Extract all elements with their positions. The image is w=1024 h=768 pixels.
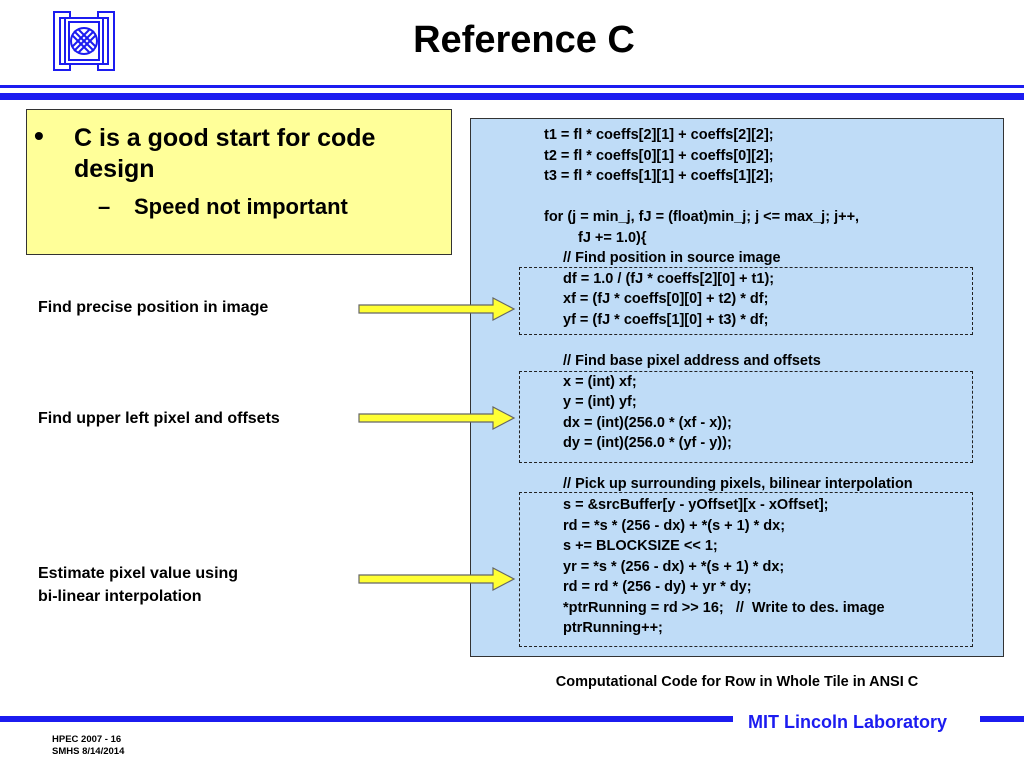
- code-line: dx = (int)(256.0 * (xf - x));: [563, 415, 732, 431]
- right-arrow-icon: [358, 406, 516, 430]
- code-comment: // Find base pixel address and offsets: [563, 353, 821, 369]
- footer-slide-ref: HPEC 2007 - 16: [52, 734, 122, 745]
- code-line: *ptrRunning = rd >> 16; // Write to des.…: [563, 600, 885, 616]
- sub-bullet-marker: –: [98, 194, 111, 219]
- code-line: s += BLOCKSIZE << 1;: [563, 538, 718, 554]
- code-highlight-position: [519, 267, 973, 335]
- footer-rule-left: [0, 716, 733, 722]
- annotation-offsets-label: Find upper left pixel and offsets: [38, 410, 280, 427]
- annotation-position-label: Find precise position in image: [38, 299, 269, 316]
- code-line: dy = (int)(256.0 * (yf - y));: [563, 435, 732, 451]
- code-line: s = &srcBuffer[y - yOffset][x - xOffset]…: [563, 497, 829, 513]
- sub-bullet-text: Speed not important: [134, 194, 348, 219]
- code-line: yf = (fJ * coeffs[1][0] + t3) * df;: [563, 312, 769, 328]
- code-line: df = 1.0 / (fJ * coeffs[2][0] + t1);: [563, 271, 775, 287]
- slide-title: Reference C: [413, 19, 635, 61]
- code-line: t3 = fl * coeffs[1][1] + coeffs[1][2];: [544, 168, 774, 184]
- code-line: y = (int) yf;: [563, 394, 637, 410]
- code-line: yr = *s * (256 - dx) + *(s + 1) * dx;: [563, 559, 785, 575]
- code-comment: // Pick up surrounding pixels, bilinear …: [563, 476, 913, 492]
- code-line: fJ += 1.0){: [578, 230, 647, 246]
- header-rule-thick: [0, 93, 1024, 100]
- code-line: xf = (fJ * coeffs[0][0] + t2) * df;: [563, 291, 769, 307]
- right-arrow-icon: [358, 297, 516, 321]
- code-panel: [470, 118, 1004, 657]
- annotation-interpolation-label-line2: bi-linear interpolation: [38, 588, 202, 605]
- mit-ll-logo-icon: [53, 11, 115, 71]
- code-line: rd = *s * (256 - dx) + *(s + 1) * dx;: [563, 518, 786, 534]
- header-rule-thin: [0, 85, 1024, 88]
- code-line: t1 = fl * coeffs[2][1] + coeffs[2][2];: [544, 127, 774, 143]
- code-caption: Computational Code for Row in Whole Tile…: [555, 674, 919, 690]
- code-line: for (j = min_j, fJ = (float)min_j; j <= …: [544, 209, 860, 225]
- annotation-interpolation-label: Estimate pixel value using: [38, 565, 239, 582]
- code-highlight-interpolation: [519, 492, 973, 647]
- code-line: ptrRunning++;: [563, 620, 663, 636]
- code-line: t2 = fl * coeffs[0][1] + coeffs[0][2];: [544, 148, 774, 164]
- code-highlight-offsets: [519, 371, 973, 463]
- footer-lab-name: MIT Lincoln Laboratory: [748, 712, 948, 732]
- bullet-marker: •: [34, 120, 44, 151]
- code-line: x = (int) xf;: [563, 374, 637, 390]
- right-arrow-icon: [358, 567, 516, 591]
- code-comment: // Find position in source image: [563, 250, 781, 266]
- bullet-box: [26, 109, 452, 255]
- bullet-main-text: C is a good start for code design: [74, 124, 376, 183]
- footer-date-ref: SMHS 8/14/2014: [52, 746, 125, 757]
- code-line: rd = rd * (256 - dy) + yr * dy;: [563, 579, 752, 595]
- footer-rule-right: [980, 716, 1024, 722]
